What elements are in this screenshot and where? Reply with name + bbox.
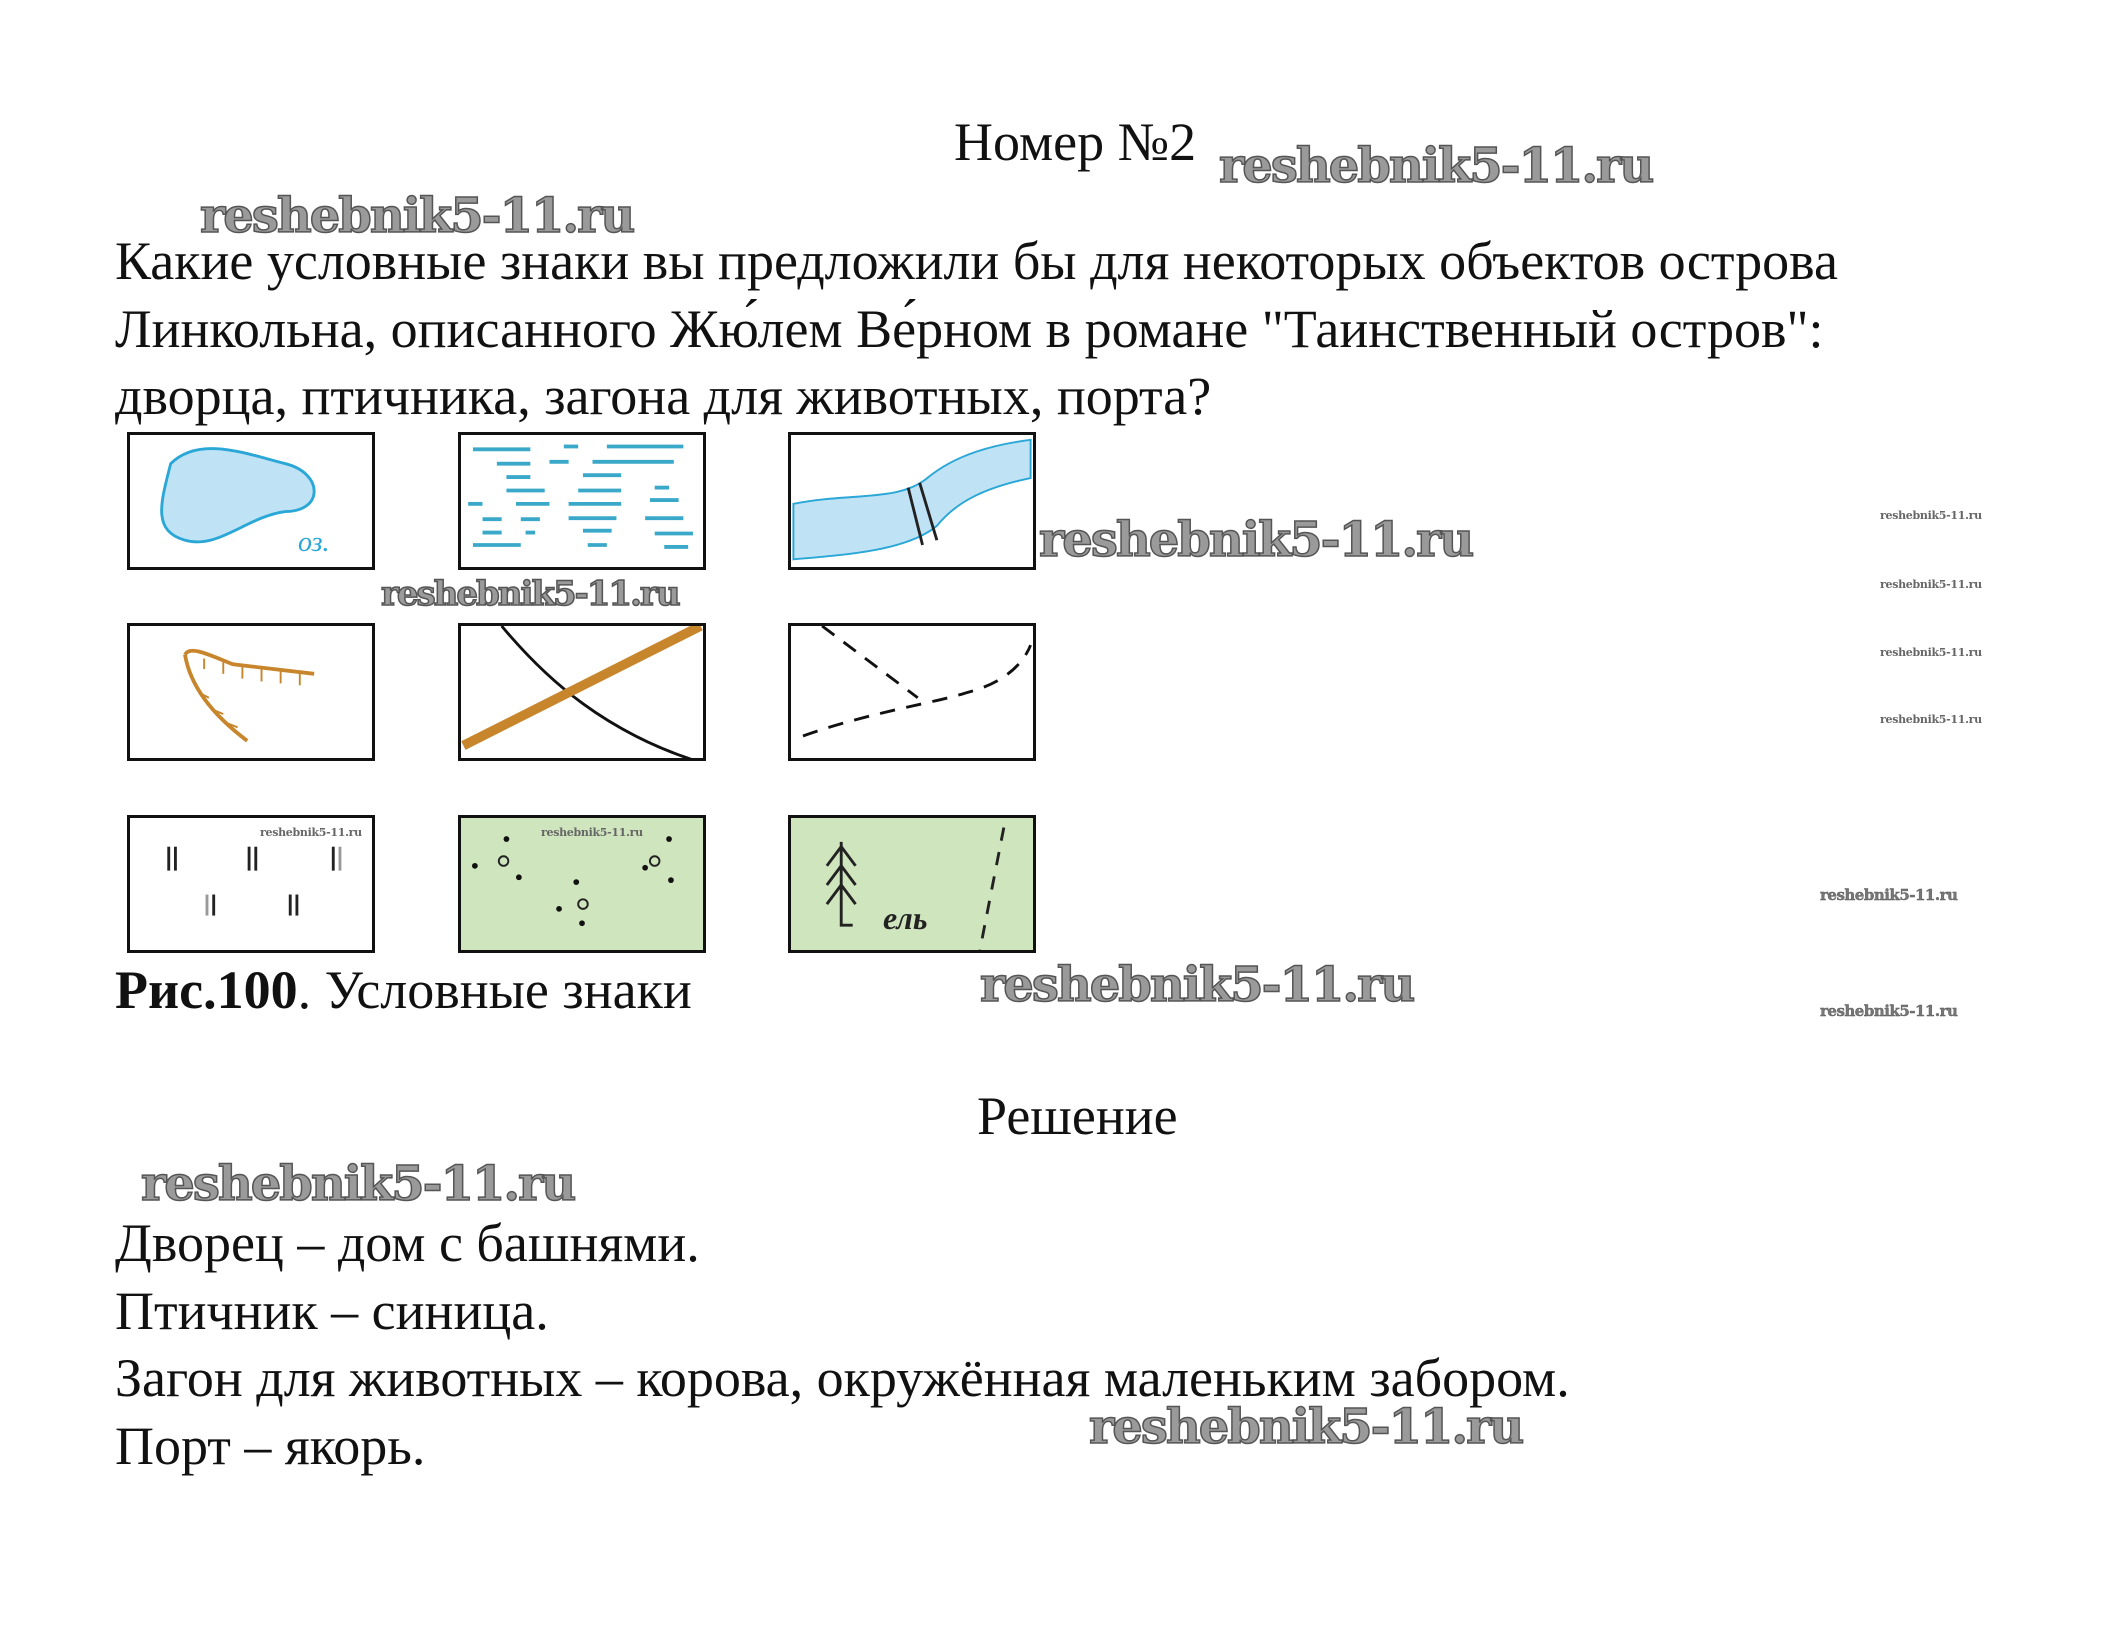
watermark: reshebnik5-11.ru (260, 826, 362, 839)
solution-heading: Решение (977, 1086, 1178, 1146)
watermark: reshebnik5-11.ru (1038, 511, 1475, 569)
watermark: reshebnik5-11.ru (1880, 646, 1982, 659)
watermark: reshebnik5-11.ru (979, 956, 1416, 1014)
watermark: reshebnik5-11.ru (140, 1155, 577, 1213)
road-crossing-symbol (458, 623, 706, 761)
forest-symbol: ель (788, 815, 1036, 953)
watermark: reshebnik5-11.ru (380, 573, 681, 615)
answer-port: Порт – якорь. (115, 1416, 426, 1476)
grassland-symbol: reshebnik5-11.ru (127, 815, 375, 953)
watermark: reshebnik5-11.ru (1218, 137, 1655, 195)
question-line-3: дворца, птичника, загона для животных, п… (115, 366, 1212, 426)
swamp-symbol (458, 432, 706, 570)
shrub-symbol: reshebnik5-11.ru (458, 815, 706, 953)
watermark: reshebnik5-11.ru (199, 187, 636, 245)
page-title: Номер №2 (954, 112, 1197, 172)
lake-label: оз. (298, 527, 330, 558)
ravine-symbol (127, 623, 375, 761)
figure-caption-text: . Условные знаки (297, 960, 692, 1020)
figure-caption-number: Рис.100 (115, 960, 298, 1020)
watermark: reshebnik5-11.ru (1880, 509, 1982, 522)
watermark: reshebnik5-11.ru (1880, 578, 1982, 591)
question-line-2: Линкольна, описанного Жю́лем Ве́рном в р… (115, 299, 1824, 359)
watermark: reshebnik5-11.ru (1880, 713, 1982, 726)
river-bridge-symbol (788, 432, 1036, 570)
watermark: reshebnik5-11.ru (1088, 1398, 1525, 1456)
watermark: reshebnik5-11.ru (1820, 886, 1958, 904)
question-line-1: Какие условные знаки вы предложили бы дл… (115, 231, 1838, 291)
forest-label: ель (883, 900, 928, 936)
answer-poultry-house: Птичник – синица. (115, 1281, 549, 1341)
lake-symbol: оз. (127, 432, 375, 570)
path-symbol (788, 623, 1036, 761)
answer-animal-pen: Загон для животных – корова, окружённая … (115, 1348, 1570, 1408)
watermark: reshebnik5-11.ru (1820, 1002, 1958, 1020)
answer-palace: Дворец – дом с башнями. (115, 1213, 700, 1273)
figure-caption: Рис.100. Условные знаки (115, 956, 692, 1024)
watermark: reshebnik5-11.ru (541, 826, 643, 839)
